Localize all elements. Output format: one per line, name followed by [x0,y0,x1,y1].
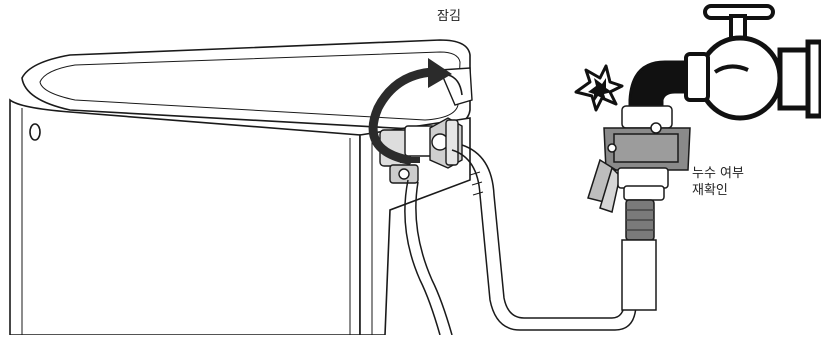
leak-check-label-line1: 누수 여부 [692,166,744,181]
machine-body [9,98,361,336]
washing-machine [9,39,473,336]
leak-check-label-line2: 재확인 [692,183,728,198]
leak-burst-icon [574,64,624,112]
inlet-valves [379,117,463,184]
lock-label: 잠김 [437,9,461,24]
faucet-icon [628,4,821,121]
leak-check-label: 누수 여부 재확인 [692,165,744,199]
faucet-connector [587,105,691,311]
machine-button [29,123,41,141]
curved-arrow-icon [368,58,452,165]
hoses [404,144,641,336]
